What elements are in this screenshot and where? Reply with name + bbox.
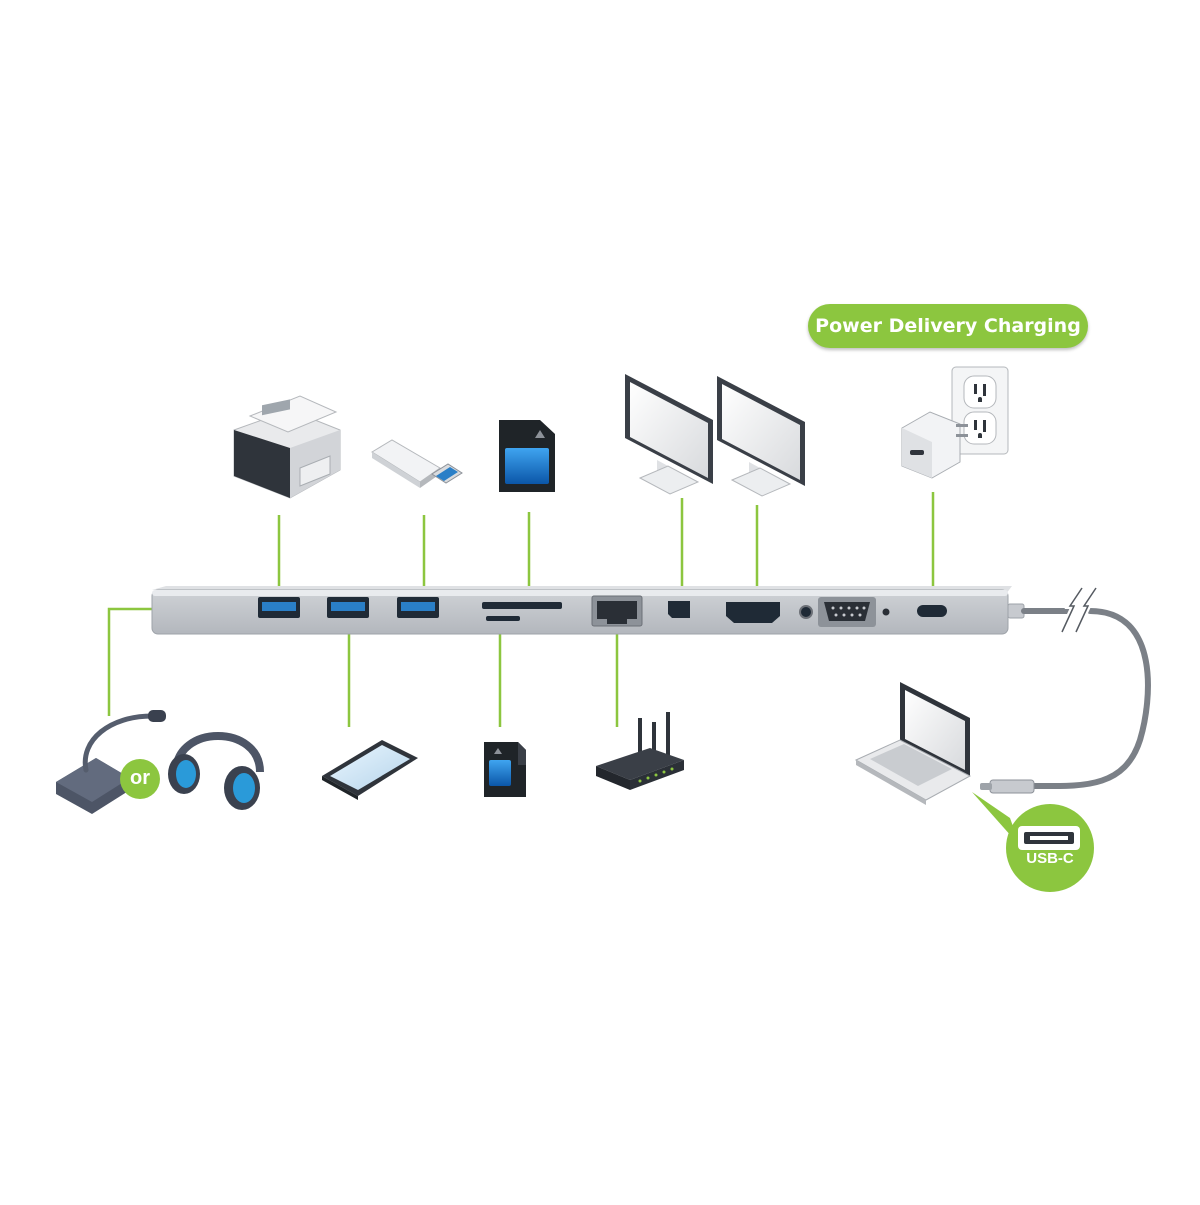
hdmi-port — [726, 602, 780, 623]
usb-c-power-adapter-icon — [901, 411, 968, 479]
microsd-card-slot — [486, 616, 520, 621]
monitor-icon — [625, 374, 713, 495]
usb-flash-drive-icon — [371, 439, 463, 488]
headphones-icon — [168, 732, 264, 810]
microphone-icon — [56, 710, 166, 814]
vga-screw — [882, 608, 890, 616]
wall-outlet-icon — [951, 366, 1009, 455]
power-delivery-charging-label: Power Delivery Charging — [808, 304, 1088, 348]
smartphone-icon — [322, 740, 418, 800]
or-badge: or — [120, 759, 160, 799]
usb-c-callout — [972, 792, 1094, 892]
microsd-card-icon — [484, 742, 526, 797]
usb-c-cable — [980, 586, 1151, 794]
vga-port — [818, 597, 876, 627]
usb-c-power-port — [917, 605, 947, 617]
router-icon — [596, 712, 684, 790]
ethernet-port — [591, 595, 643, 627]
usb-a-port — [327, 597, 369, 618]
sd-card-icon — [499, 420, 555, 492]
usb-a-port — [258, 597, 300, 618]
mini-displayport-port — [668, 601, 690, 618]
printer-icon — [233, 395, 341, 499]
usb-a-port — [397, 597, 439, 618]
line-audio-jack — [107, 607, 152, 716]
monitor-icon — [717, 376, 805, 497]
usb-c-label: USB-C — [1026, 850, 1074, 867]
sd-card-slot — [482, 602, 562, 609]
audio-jack-port — [799, 605, 813, 619]
connector-lines — [107, 492, 935, 727]
laptop-icon — [854, 682, 972, 805]
usb-c-dock — [151, 586, 1025, 635]
